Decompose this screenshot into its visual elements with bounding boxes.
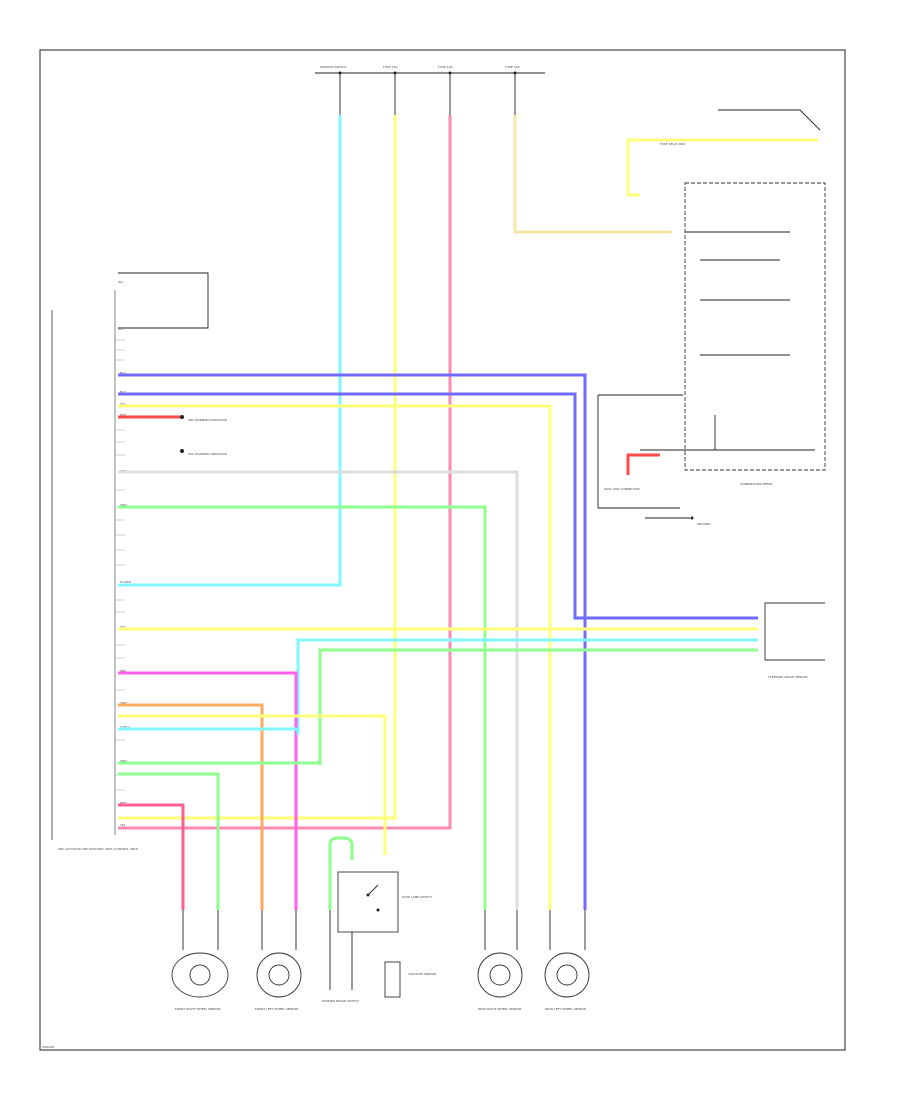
pin-label-7: LT GRN [120,580,131,584]
data-link-connector: DATA LINK CONNECTOR GROUND [597,394,711,526]
stop-lamp-switch: STOP LAMP SWITCH PARKING BRAKE SWITCH YA… [322,871,436,1003]
fuse2-caption: FUSE 15A [383,65,398,69]
pin-label-12: GRN [120,759,127,763]
wire-red-meter [626,453,660,475]
combination-meter-label: COMBINATION METER [740,482,773,486]
page-code: WK0001 [42,1045,55,1049]
ecu-pin-labels: BLU BLU YEL RED GRY GRN LT GRN YEL PNK O… [120,371,131,827]
wire-orange-1 [118,703,264,910]
wire-magenta-1 [118,671,298,910]
pin-label-3: YEL [120,402,126,406]
parking-brake-label: PARKING BRAKE SWITCH [322,999,359,1003]
pin-label-6: GRN [120,503,127,507]
wheel-sensor-fl-label: FRONT LEFT WHEEL SENSOR [255,1007,298,1011]
wire-ltgreen-1 [118,772,220,910]
pin-label-2: BLU [120,390,126,394]
diagram-frame [39,49,846,1051]
steering-angle-sensor: STEERING ANGLE SENSOR [764,602,825,679]
wire-yellow-feed [118,115,397,820]
wheel-sensor-rl-label: REAR LEFT WHEEL SENSOR [545,1007,586,1011]
indicators: ABS WARNING INDICATOR VSA WARNING INDICA… [180,415,227,456]
wire-cyan-3 [118,727,300,735]
pin-label-9: PNK [120,669,127,673]
fuse3-caption: FUSE 10A [438,65,453,69]
abs-indicator-label: ABS WARNING INDICATOR [188,418,227,422]
wire-green-loop [328,836,354,910]
steering-sensor-label: STEERING ANGLE SENSOR [768,675,808,679]
ecu-connector: IG1 IG1 BLU BLU YEL RED GRY GRN LT GRN Y… [51,272,209,851]
data-link-label: DATA LINK CONNECTOR [604,487,640,491]
svg-text:IG1: IG1 [118,280,123,284]
wire-yellow-1 [118,404,552,910]
ground-label: GROUND [697,522,711,526]
wire-blue-2 [118,392,758,620]
fuse-feed: IGNITION SWITCH FUSE 15A FUSE 10A FUSE 1… [315,65,545,115]
wheel-sensor-rr: REAR RIGHT WHEEL SENSOR [477,910,523,1011]
wire-cyan-main [118,115,342,587]
wire-yellow-top-right [626,138,818,197]
pin-label-11: LT BLU [120,725,130,729]
wires [118,115,818,910]
wheel-sensors: FRONT RIGHT WHEEL SENSOR FRONT LEFT WHEE… [171,910,590,1011]
fuse4-caption: FUSE 10A [505,65,520,69]
wire-red-2 [118,803,185,910]
wire-green-1 [118,505,487,910]
pin-label-10: ORN [120,701,127,705]
pin-label-1: BLU [120,371,126,375]
wire-pink-feed [118,115,452,830]
yaw-sensor-label: YAW RATE SENSOR [408,972,436,976]
wire-gray-1 [118,470,519,910]
wheel-sensor-fr: FRONT RIGHT WHEEL SENSOR [171,910,229,1011]
fuse1-caption: IGNITION SWITCH [320,65,346,69]
pin-label-14: YEL [120,823,126,827]
combination-meter: COMBINATION METER FUSE RELAY BOX [640,109,826,486]
fuse-relay-label: FUSE RELAY BOX [660,142,685,146]
wire-cyan-2 [296,638,758,735]
ecu-label: ABS ACTUATOR AND ELECTRIC UNIT (CONTROL … [58,847,138,851]
wheel-sensor-fl: FRONT LEFT WHEEL SENSOR [255,910,302,1011]
pin-label-8: YEL [120,625,126,629]
wire-green-3 [118,761,322,765]
wheel-sensor-rr-label: REAR RIGHT WHEEL SENSOR [478,1007,521,1011]
pin-label-13: RED [120,801,127,805]
wheel-sensor-rl: REAR LEFT WHEEL SENSOR [544,910,590,1011]
wire-tan-feed [513,115,672,234]
vsa-indicator-label: VSA WARNING INDICATOR [188,452,227,456]
wire-yellow-3 [118,714,387,855]
wire-green-2 [318,648,758,765]
stop-lamp-switch-label: STOP LAMP SWITCH [402,895,432,899]
svg-text:IG1: IG1 [118,327,123,331]
pin-label-4: RED [120,413,127,417]
wire-blue-1 [118,373,587,910]
wheel-sensor-fr-label: FRONT RIGHT WHEEL SENSOR [175,1007,221,1011]
